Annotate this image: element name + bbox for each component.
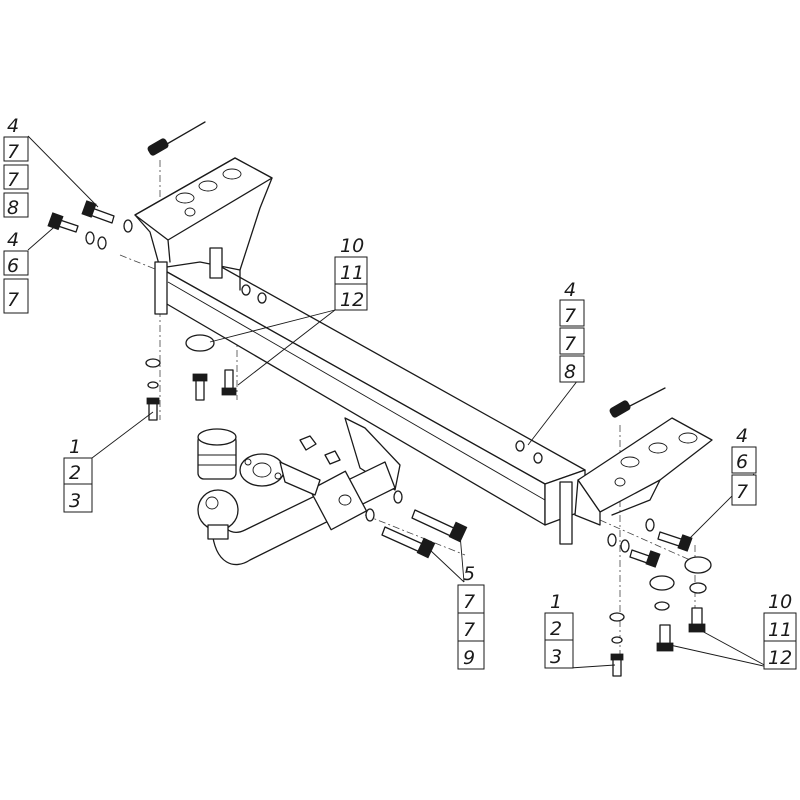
callout-label: 6 (736, 451, 748, 473)
callout-label: 1 (550, 591, 562, 613)
callout-label: 6 (7, 255, 19, 277)
callout-right-bracket-bolts: 10 11 12 (763, 591, 797, 670)
callout-label: 7 (736, 481, 748, 503)
callout-label: 3 (550, 646, 562, 668)
callout-left-bolt: 4 6 7 (3, 229, 29, 314)
leader-lines (27, 135, 769, 669)
ball-mount-bolts (365, 490, 468, 559)
right-side-bolts (607, 518, 693, 568)
callout-right-lower-bolt: 1 2 3 (544, 591, 574, 669)
callout-label: 7 (463, 619, 475, 641)
callout-label: 7 (7, 169, 19, 191)
socket-plate (239, 453, 321, 496)
callout-right-side-bolt: 4 6 7 (731, 425, 757, 506)
callout-label: 2 (69, 462, 81, 484)
callout-left-bracket-bolts: 10 11 12 (334, 235, 368, 311)
cable-tie-right (609, 387, 666, 418)
ball-cap (197, 428, 237, 480)
callout-label: 4 (564, 279, 576, 301)
callout-label: 7 (564, 333, 576, 355)
callout-label: 7 (463, 591, 475, 613)
left-mounting-bracket (134, 157, 273, 315)
callout-label: 8 (7, 197, 19, 219)
callout-label: 11 (340, 262, 364, 284)
callout-label: 11 (768, 619, 792, 641)
right-lower-fasteners (609, 556, 712, 677)
callout-label: 8 (564, 361, 576, 383)
callout-label: 7 (7, 289, 19, 311)
callout-label: 4 (7, 115, 19, 137)
callout-ball-mount-bolts: 5 7 7 9 (457, 563, 485, 670)
callout-right-beam-bolt: 4 7 7 8 (559, 279, 585, 383)
callout-label: 5 (463, 563, 475, 585)
right-mounting-bracket (559, 417, 713, 545)
cable-tie-left (147, 121, 206, 156)
right-beam-nuts (241, 284, 543, 464)
left-lower-fasteners (145, 334, 237, 421)
callout-label: 4 (7, 229, 19, 251)
left-side-bolt (47, 212, 107, 250)
callout-label: 10 (340, 235, 364, 257)
callout-label: 2 (550, 618, 562, 640)
callout-label: 4 (736, 425, 748, 447)
callout-label: 10 (768, 591, 792, 613)
callout-label: 12 (768, 647, 792, 669)
left-upper-bolt (81, 200, 133, 233)
small-nuts (299, 435, 341, 465)
callout-label: 7 (7, 141, 19, 163)
tow-ball (197, 489, 239, 540)
callout-left-lower-bolt: 1 2 3 (63, 436, 93, 513)
callout-label: 3 (69, 490, 81, 512)
callout-label: 1 (69, 436, 81, 458)
callout-label: 7 (564, 305, 576, 327)
callout-upper-left-bolt: 4 7 7 8 (3, 115, 29, 219)
callout-label: 9 (463, 647, 475, 669)
callout-label: 12 (340, 289, 364, 311)
